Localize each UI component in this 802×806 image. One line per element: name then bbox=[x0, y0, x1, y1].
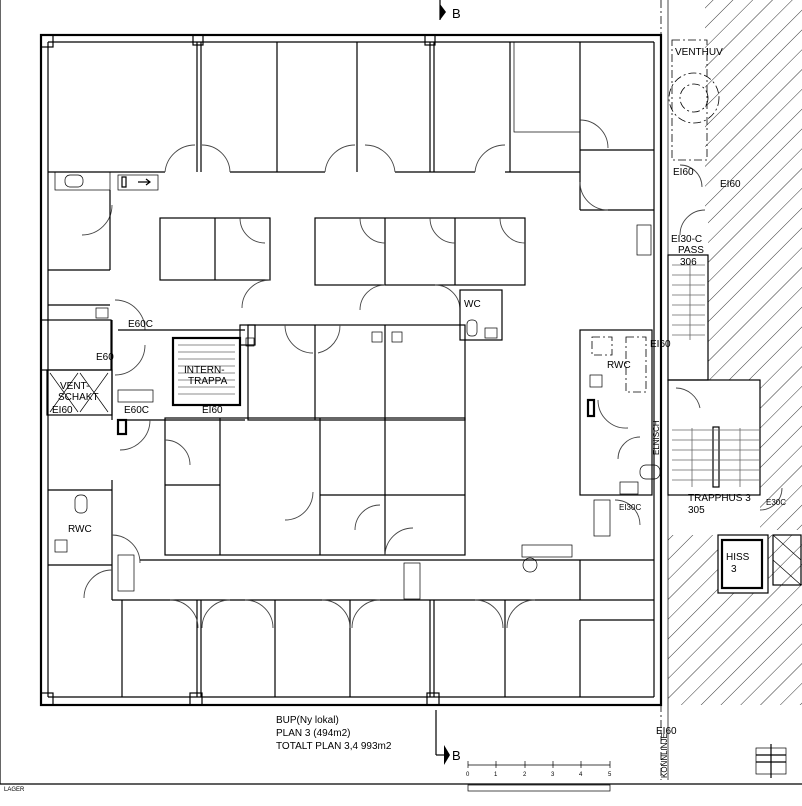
exit-sign-icon bbox=[117, 389, 154, 403]
room-labels: VENTHUV EI60 EI60 EI30-C PASS 306 E60C E… bbox=[52, 47, 786, 778]
left-service-rooms bbox=[40, 171, 654, 601]
sink-icon bbox=[619, 481, 639, 495]
exit-sign-icon bbox=[117, 174, 159, 191]
svg-text:305: 305 bbox=[688, 505, 705, 516]
svg-text:4: 4 bbox=[579, 772, 583, 778]
scale-bar: 0 1 2 3 4 5 bbox=[466, 761, 612, 792]
right-service-rooms bbox=[579, 224, 661, 621]
svg-text:PASS: PASS bbox=[678, 245, 704, 256]
section-marker-bottom: B bbox=[435, 710, 461, 765]
svg-text:EI60: EI60 bbox=[202, 405, 223, 416]
svg-text:RWC: RWC bbox=[607, 360, 631, 371]
svg-text:3: 3 bbox=[551, 772, 555, 778]
svg-text:E60C: E60C bbox=[124, 405, 149, 416]
svg-text:EI60: EI60 bbox=[650, 339, 671, 350]
svg-text:EI30-C: EI30-C bbox=[671, 234, 702, 245]
title-line-2: PLAN 3 (494m2) bbox=[276, 728, 350, 739]
svg-text:ELNISCH: ELNISCH bbox=[652, 420, 661, 455]
sink-icon bbox=[54, 539, 68, 553]
bottom-offices bbox=[121, 599, 581, 697]
svg-text:EI60: EI60 bbox=[673, 167, 694, 178]
svg-text:WC: WC bbox=[464, 299, 481, 310]
svg-text:B: B bbox=[452, 6, 461, 21]
key-plan-thumbnail bbox=[755, 744, 787, 778]
exit-sign-icon bbox=[403, 562, 421, 600]
svg-text:E60: E60 bbox=[96, 352, 114, 363]
fire-extinguisher-icon bbox=[522, 557, 538, 573]
svg-text:0: 0 bbox=[466, 772, 470, 778]
svg-text:E30C: E30C bbox=[766, 498, 786, 507]
svg-text:E60C: E60C bbox=[128, 319, 153, 330]
central-rooms bbox=[140, 217, 654, 600]
exit-sign-icon bbox=[636, 224, 652, 256]
svg-text:VENT-: VENT- bbox=[60, 381, 89, 392]
svg-text:KONNLINJE: KONNLINJE bbox=[660, 733, 669, 778]
title-line-1: BUP(Ny lokal) bbox=[276, 715, 339, 726]
svg-text:EI30C: EI30C bbox=[619, 503, 641, 512]
elevator-hiss-3 bbox=[717, 534, 802, 594]
svg-text:SCHAKT: SCHAKT bbox=[58, 392, 99, 403]
toilet-icon bbox=[639, 464, 661, 480]
svg-text:INTERN-: INTERN- bbox=[184, 365, 225, 376]
svg-text:1: 1 bbox=[494, 772, 498, 778]
vent-hood-icon bbox=[668, 72, 720, 124]
top-offices bbox=[48, 41, 654, 211]
sink-icon bbox=[484, 327, 498, 339]
svg-text:3: 3 bbox=[731, 564, 737, 575]
exit-sign-icon bbox=[117, 554, 135, 592]
toilet-icon bbox=[466, 319, 478, 337]
internal-stair bbox=[171, 324, 256, 407]
stairwell-trapphus-3 bbox=[667, 379, 783, 511]
svg-text:2: 2 bbox=[523, 772, 527, 778]
stairwell-pass-306 bbox=[667, 39, 720, 381]
sink-icon bbox=[64, 174, 84, 188]
svg-text:EI60: EI60 bbox=[656, 726, 677, 737]
svg-text:VENTHUV: VENTHUV bbox=[675, 47, 723, 58]
svg-text:5: 5 bbox=[608, 772, 612, 778]
sink-icon bbox=[589, 374, 603, 388]
svg-text:TRAPPHUS 3: TRAPPHUS 3 bbox=[688, 493, 751, 504]
exit-sign-icon bbox=[593, 499, 611, 537]
hatched-existing-area bbox=[668, 0, 802, 705]
corner-note: LAGER bbox=[4, 787, 25, 793]
title-line-3: TOTALT PLAN 3,4 993m2 bbox=[276, 741, 392, 752]
svg-text:B: B bbox=[452, 748, 461, 763]
svg-text:HISS: HISS bbox=[726, 552, 750, 563]
svg-text:TRAPPA: TRAPPA bbox=[188, 376, 228, 387]
svg-text:EI60: EI60 bbox=[720, 179, 741, 190]
svg-text:EI60: EI60 bbox=[52, 405, 73, 416]
svg-text:RWC: RWC bbox=[68, 524, 92, 535]
title-block: BUP(Ny lokal) PLAN 3 (494m2) TOTALT PLAN… bbox=[276, 715, 392, 752]
svg-text:306: 306 bbox=[680, 257, 697, 268]
toilet-icon bbox=[74, 494, 88, 514]
section-marker-top: B bbox=[439, 0, 461, 21]
